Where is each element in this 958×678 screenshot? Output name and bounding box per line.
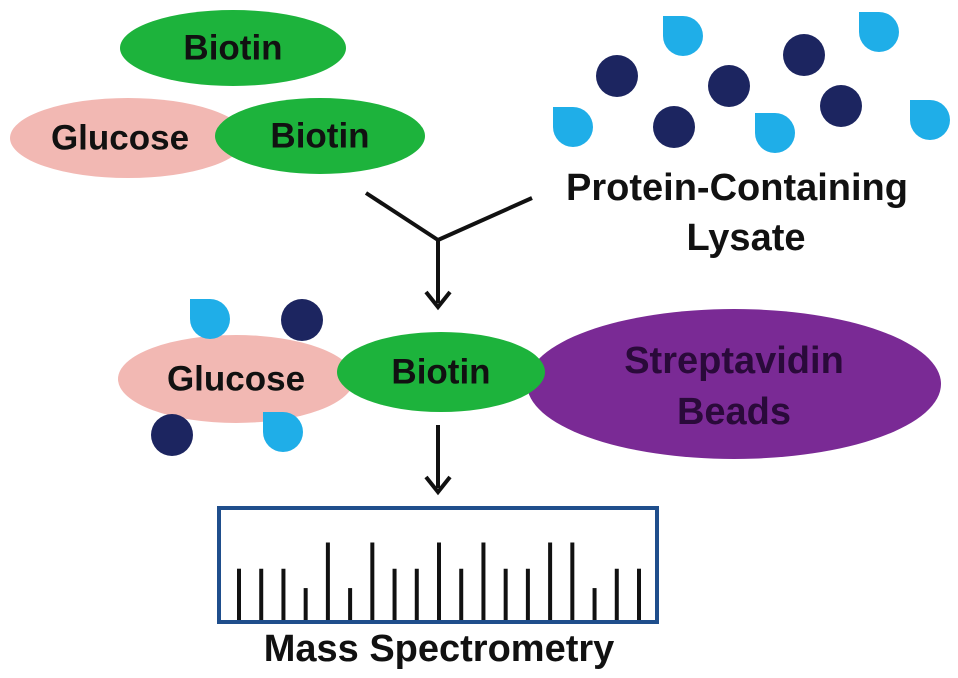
protein-light-droplet <box>663 16 703 56</box>
protein-light-droplet <box>263 412 303 452</box>
mass-spec-box <box>217 506 659 624</box>
protein-dark <box>820 85 862 127</box>
protein-dark <box>783 34 825 76</box>
svg-text:Beads: Beads <box>677 391 791 433</box>
protein-light-droplet <box>553 107 593 147</box>
biotin-top: Biotin <box>120 10 346 86</box>
protein-dark <box>281 299 323 341</box>
svg-text:Biotin: Biotin <box>270 117 369 156</box>
svg-text:Glucose: Glucose <box>167 360 305 399</box>
protein-dark <box>653 106 695 148</box>
glucose-top: Glucose <box>10 98 246 178</box>
protein-dark <box>151 414 193 456</box>
protein-light-droplet <box>910 100 950 140</box>
streptavidin-beads: Streptavidin Beads <box>527 309 941 459</box>
biotin-conjugate-top: Biotin <box>215 98 425 174</box>
biotin-bottom: Biotin <box>337 332 545 412</box>
protein-light-droplet <box>755 113 795 153</box>
svg-text:Streptavidin: Streptavidin <box>624 340 844 382</box>
protein-dark <box>708 65 750 107</box>
lysate-label-line1: Protein-Containing <box>566 167 908 209</box>
svg-text:Glucose: Glucose <box>51 119 189 158</box>
down-arrow <box>424 425 452 496</box>
protein-dark <box>596 55 638 97</box>
lysate-label-line2: Lysate <box>687 217 806 259</box>
svg-text:Biotin: Biotin <box>391 353 490 392</box>
mass-spec-label: Mass Spectrometry <box>264 628 615 670</box>
protein-light-droplet <box>190 299 230 339</box>
bound-proteins <box>151 299 323 456</box>
protein-lysate-cluster <box>553 12 950 153</box>
merge-arrow <box>364 191 533 311</box>
glucose-bottom: Glucose <box>118 335 354 423</box>
spectrum-peaks <box>237 542 641 620</box>
protein-light-droplet <box>859 12 899 52</box>
svg-text:Biotin: Biotin <box>183 29 282 68</box>
